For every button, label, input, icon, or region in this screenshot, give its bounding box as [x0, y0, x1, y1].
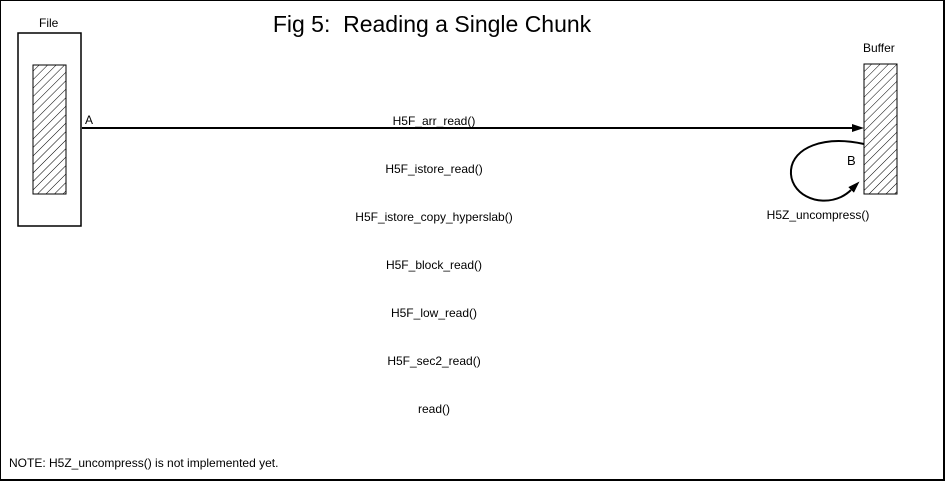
buffer-box-hatched	[863, 63, 898, 195]
arrow-b-caption: H5Z_uncompress()	[766, 208, 870, 222]
file-label: File	[39, 16, 59, 30]
call-stack-line: H5F_low_read()	[390, 306, 478, 320]
figure-title: Fig 5: Reading a Single Chunk	[272, 11, 592, 37]
call-stack-line: H5F_istore_read()	[385, 162, 483, 176]
buffer-label: Buffer	[863, 41, 895, 55]
call-stack: H5F_arr_read() H5F_istore_read() H5F_ist…	[355, 81, 512, 449]
file-box	[17, 32, 82, 227]
file-chunk-hatched	[32, 64, 67, 195]
call-stack-line: H5F_arr_read()	[392, 114, 476, 128]
arrow-a-label: A	[85, 113, 94, 127]
arrow-b-loop	[789, 140, 865, 202]
figure-note: NOTE: H5Z_uncompress() is not implemente…	[9, 456, 279, 470]
arrow-b-label: B	[847, 153, 856, 168]
call-stack-line: H5F_block_read()	[385, 258, 483, 272]
call-stack-line: H5F_istore_copy_hyperslab()	[355, 210, 513, 224]
call-stack-line: H5F_sec2_read()	[387, 354, 481, 368]
call-stack-line: read()	[417, 402, 450, 416]
